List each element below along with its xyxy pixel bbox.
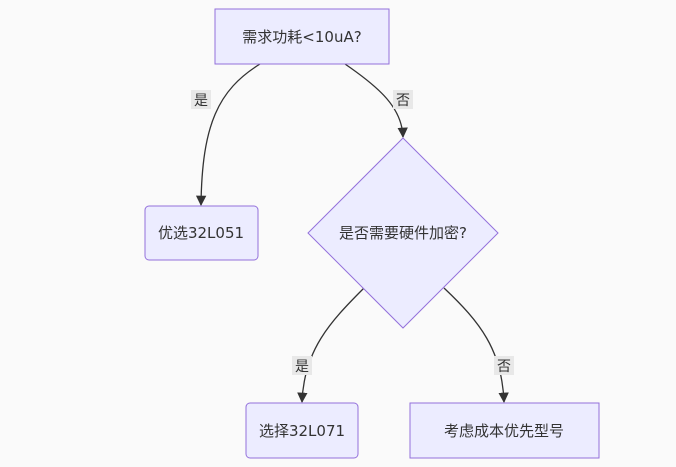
node-label: 需求功耗<10uA? xyxy=(242,28,361,46)
node-l071: 选择32L071 xyxy=(245,402,359,459)
edge-label-start-no: 否 xyxy=(393,90,413,109)
node-l051: 优选32L051 xyxy=(144,205,259,261)
edges xyxy=(195,63,509,404)
edge-start-to-decision xyxy=(344,63,408,139)
edge-decision-to-l071 xyxy=(297,287,365,404)
node-label: 是否需要硬件加密? xyxy=(339,224,467,242)
edge-decision-to-cost xyxy=(443,287,509,404)
edge-label-text: 是 xyxy=(194,93,208,109)
edge-label-text: 否 xyxy=(396,93,410,109)
edge-label-start-yes: 是 xyxy=(191,90,211,109)
node-start: 需求功耗<10uA? xyxy=(214,8,390,65)
edge-label-crypto-yes: 是 xyxy=(292,356,312,375)
edge-label-text: 否 xyxy=(497,359,511,375)
node-label: 优选32L051 xyxy=(158,224,244,242)
node-decision-crypto: 是否需要硬件加密? xyxy=(307,137,499,329)
edge-start-to-l051 xyxy=(195,63,261,207)
edge-label-crypto-no: 否 xyxy=(494,356,514,375)
edge-label-text: 是 xyxy=(295,359,309,375)
node-label: 选择32L071 xyxy=(259,422,345,440)
node-label: 考虑成本优先型号 xyxy=(444,422,564,440)
node-cost: 考虑成本优先型号 xyxy=(409,402,600,459)
